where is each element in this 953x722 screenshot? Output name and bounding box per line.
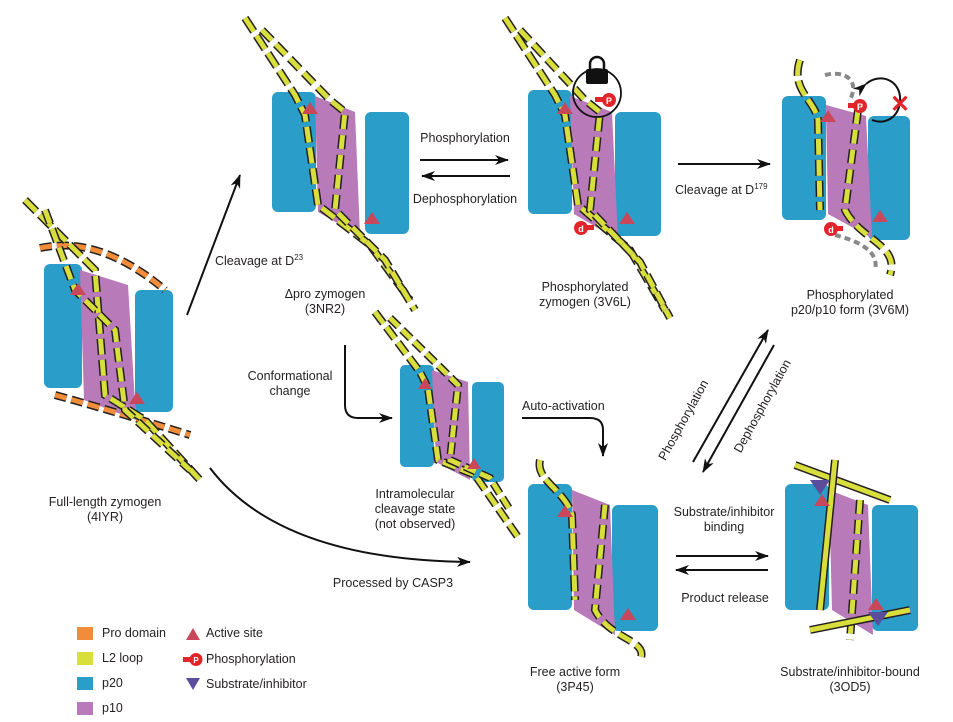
legend-substrate-icon	[186, 678, 200, 690]
arrow-dephosphorylation-diag	[702, 344, 775, 473]
legend-label-substrate: Substrate/inhibitor	[206, 677, 307, 691]
substrate-marker	[868, 612, 888, 626]
label-processed-casp3: Processed by CASP3	[332, 576, 454, 590]
label-phospho-p20p10: Phosphorylated p20/p10 form (3V6M)	[775, 288, 925, 318]
label-line-2: change	[269, 384, 311, 398]
arrow-conformational-change	[344, 345, 393, 423]
active-site-marker	[70, 283, 86, 295]
state-name: Free active form	[529, 665, 621, 679]
active-site-marker	[557, 505, 573, 517]
state-name-3: (not observed)	[374, 517, 456, 531]
intramolecular-cleavage-structure	[371, 309, 524, 543]
label-superscript: 179	[754, 182, 768, 191]
arrow-processed-casp3	[209, 467, 471, 567]
reaction-arrows	[186, 155, 775, 575]
legend-swatch-p20	[77, 677, 93, 690]
legend-active-site-icon	[186, 628, 200, 640]
label-dephosphorylation: Dephosphorylation	[412, 192, 518, 206]
active-site-marker	[620, 608, 636, 620]
label-intramolecular: Intramolecular cleavage state (not obser…	[360, 487, 470, 532]
delta-pro-zymogen-structure	[241, 15, 419, 313]
free-active-form-structure	[528, 459, 658, 662]
state-name: Δpro zymogen	[284, 287, 366, 301]
label-phosphorylation-diag: Phosphorylation	[656, 377, 712, 462]
label-conformational-change: Conformational change	[240, 369, 340, 399]
active-site-marker	[418, 378, 432, 389]
active-site-marker	[302, 102, 318, 114]
legend-swatch-l2-loop	[77, 652, 93, 665]
state-name: Substrate/inhibitor-bound	[780, 665, 920, 679]
legend-label-p10: p10	[102, 701, 123, 715]
state-pdb: (3OD5)	[829, 680, 871, 694]
active-site-marker	[467, 458, 481, 469]
lock-icon	[586, 55, 608, 84]
state-name: Phosphorylated	[541, 280, 629, 294]
state-name: Full-length zymogen	[48, 495, 162, 509]
active-site-marker	[868, 598, 884, 610]
legend-label-l2-loop: L2 loop	[102, 651, 144, 665]
active-site-marker	[814, 494, 830, 506]
phosphorylated-p20p10-structure: ✕ P d	[782, 58, 910, 277]
label-product-release: Product release	[681, 591, 769, 605]
label-cleavage-d179: Cleavage at D179	[675, 179, 768, 198]
svg-text:P: P	[606, 96, 612, 106]
active-site-marker	[619, 212, 635, 224]
state-name: Intramolecular	[375, 487, 455, 501]
arrow-cleavage-d23	[186, 174, 241, 316]
blocked-cross-icon: ✕	[890, 91, 910, 118]
substrate-marker	[810, 480, 830, 495]
label-delta-pro: Δpro zymogen (3NR2)	[270, 287, 380, 317]
arrow-phosphorylation-diag	[692, 329, 769, 463]
state-name-2: cleavage state	[374, 502, 456, 516]
substrate-bound-structure	[785, 459, 918, 641]
legend-swatch-pro-domain	[77, 627, 93, 640]
state-name: Phosphorylated	[806, 288, 894, 302]
label-line-1: Substrate/inhibitor	[673, 505, 775, 519]
state-pdb: p20/p10 form (3V6M)	[790, 303, 910, 317]
label-line-2: binding	[703, 520, 745, 534]
state-pdb: (3NR2)	[304, 302, 346, 316]
label-text: Cleavage at D	[675, 183, 755, 198]
active-site-marker	[364, 212, 380, 224]
full-length-zymogen-structure	[22, 197, 203, 483]
legend-label-active-site: Active site	[206, 626, 263, 640]
label-text: Cleavage at D	[215, 254, 295, 269]
legend-swatch-p10	[77, 702, 93, 715]
state-pdb: (4IYR)	[86, 510, 124, 524]
svg-text:P: P	[193, 656, 199, 665]
phosphorylated-zymogen-structure: P d	[501, 15, 674, 320]
svg-text:d: d	[828, 225, 834, 235]
phosphorylation-icon: P	[595, 93, 616, 107]
legend-label-p20: p20	[102, 676, 123, 690]
dephosphorylation-icon: d	[574, 221, 594, 235]
active-site-marker	[557, 102, 573, 114]
state-pdb: (3P45)	[556, 680, 594, 694]
label-auto-activation: Auto-activation	[522, 399, 605, 413]
label-phospho-zymogen: Phosphorylated zymogen (3V6L)	[520, 280, 650, 310]
legend-label-pro-domain: Pro domain	[102, 626, 166, 640]
label-free-active: Free active form (3P45)	[515, 665, 635, 695]
label-substrate-bound: Substrate/inhibitor-bound (3OD5)	[770, 665, 930, 695]
label-line-1: Conformational	[247, 369, 333, 383]
phosphorylation-icon: P	[848, 99, 867, 113]
label-phosphorylation: Phosphorylation	[420, 131, 510, 145]
active-site-marker	[820, 110, 836, 122]
label-cleavage-d23: Cleavage at D23	[215, 250, 303, 269]
label-substrate-binding: Substrate/inhibitor binding	[662, 505, 786, 535]
active-site-marker	[872, 210, 888, 222]
svg-text:P: P	[857, 102, 863, 112]
label-full-length: Full-length zymogen (4IYR)	[40, 495, 170, 525]
legend-icons: P	[77, 627, 203, 715]
active-site-marker	[129, 392, 145, 404]
dephosphorylation-icon: d	[824, 222, 843, 236]
legend-phosphorylation-icon: P	[183, 653, 203, 666]
svg-text:d: d	[578, 224, 584, 234]
legend-label-phosphorylation: Phosphorylation	[206, 652, 296, 666]
label-superscript: 23	[294, 253, 304, 262]
arrow-auto-activation	[522, 417, 608, 457]
state-pdb: zymogen (3V6L)	[539, 295, 631, 309]
